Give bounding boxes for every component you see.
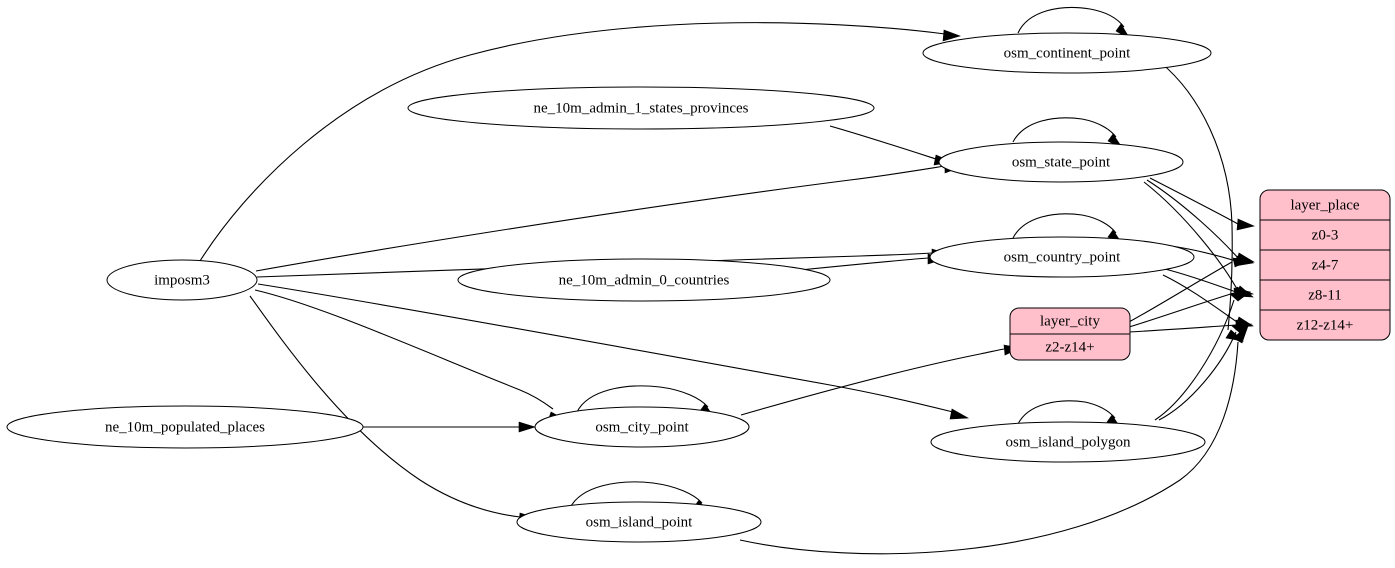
record-title: layer_city bbox=[1040, 313, 1100, 329]
edge-ne_states_provinces-to-osm_state_point bbox=[829, 125, 937, 160]
record-row-z4-7[interactable]: z4-7 bbox=[1312, 257, 1339, 273]
record-layer_place[interactable]: layer_place z0-3 z4-7 z8-11 z12-z14+ bbox=[1259, 189, 1391, 341]
node-shape[interactable] bbox=[457, 258, 831, 302]
node-osm_continent_point[interactable]: osm_continent_point bbox=[922, 32, 1212, 74]
edge-osm_island_point-to-layer_place-z12-z14 bbox=[739, 341, 1239, 555]
edge-osm_island_polygon-self-loop bbox=[1017, 400, 1116, 425]
record-layer: layer_city z2-z14+ layer_place z0-3 z4-7… bbox=[1009, 189, 1391, 361]
edge-osm_island_polygon-to-layer_place-z8-11 bbox=[1154, 299, 1235, 421]
node-shape[interactable] bbox=[534, 406, 750, 448]
edge-osm_city_point-self-loop bbox=[576, 385, 709, 413]
arrowhead-icon bbox=[1229, 291, 1252, 302]
node-label: osm_state_point bbox=[1012, 154, 1111, 170]
node-shape[interactable] bbox=[929, 236, 1195, 278]
node-label: osm_island_point bbox=[586, 514, 694, 530]
node-ne_10m_admin_1_states_provinces[interactable]: ne_10m_admin_1_states_provinces bbox=[407, 86, 875, 130]
record-layer_city[interactable]: layer_city z2-z14+ bbox=[1009, 307, 1131, 361]
node-label: ne_10m_populated_places bbox=[105, 419, 265, 435]
edge-osm_state_point-to-layer_place-z0-3 bbox=[1149, 177, 1239, 225]
node-label: osm_country_point bbox=[1004, 249, 1121, 265]
record-title: layer_place bbox=[1290, 197, 1359, 213]
node-shape[interactable] bbox=[930, 421, 1206, 463]
node-layer: osm_continent_point ne_10m_admin_1_state… bbox=[6, 32, 1212, 543]
record-row-z12-z14[interactable]: z12-z14+ bbox=[1297, 317, 1354, 333]
edge-osm_continent_point-to-layer_place-z0-3 bbox=[1159, 61, 1233, 331]
record-body[interactable] bbox=[1259, 189, 1391, 341]
node-shape[interactable] bbox=[6, 405, 364, 449]
node-shape[interactable] bbox=[938, 141, 1184, 183]
arrowhead-icon bbox=[518, 421, 537, 433]
edge-osm_country_point-self-loop bbox=[1012, 213, 1117, 239]
edge-osm_country_point-to-layer_place-z12-z14 bbox=[1162, 274, 1238, 323]
node-shape[interactable] bbox=[922, 32, 1212, 74]
node-label: imposm3 bbox=[154, 272, 210, 288]
node-shape[interactable] bbox=[106, 259, 258, 301]
node-label: osm_island_polygon bbox=[1005, 434, 1131, 450]
arrowhead-icon bbox=[942, 29, 961, 42]
node-label: osm_continent_point bbox=[1004, 45, 1131, 61]
edge-imposm3-to-osm_city_point bbox=[254, 289, 554, 410]
node-imposm3[interactable]: imposm3 bbox=[106, 259, 258, 301]
edge-osm_country_point-to-layer_place-z8-11 bbox=[1164, 268, 1237, 293]
arrowhead-icon bbox=[949, 408, 970, 420]
edge-layer_city-to-layer_place-z8-11 bbox=[1128, 292, 1235, 328]
edge-osm_continent_point-self-loop bbox=[1017, 6, 1125, 34]
edge-imposm3-to-osm_island_polygon bbox=[257, 283, 954, 413]
edge-osm_city_point-to-layer_city bbox=[740, 348, 1005, 416]
node-label: ne_10m_admin_1_states_provinces bbox=[534, 100, 749, 116]
node-osm_island_point[interactable]: osm_island_point bbox=[516, 501, 762, 543]
record-row-z8-11[interactable]: z8-11 bbox=[1308, 287, 1342, 303]
edge-ne_countries-to-osm_country_point bbox=[799, 257, 929, 271]
edge-osm_state_point-to-layer_place-z8-11 bbox=[1143, 181, 1239, 292]
node-shape[interactable] bbox=[407, 86, 875, 130]
edge-osm_state_point-self-loop bbox=[1012, 117, 1117, 143]
arrowhead-icon bbox=[1236, 218, 1255, 231]
arrowhead-icon bbox=[1232, 325, 1249, 344]
edge-imposm3-to-osm_state_point bbox=[255, 165, 946, 272]
node-shape[interactable] bbox=[516, 501, 762, 543]
edge-imposm3-to-osm_continent_point bbox=[199, 22, 946, 262]
edge-osm_island_polygon-to-layer_place-z12-z14 bbox=[1158, 331, 1237, 421]
edge-imposm3-to-osm_island_point bbox=[249, 295, 521, 518]
node-osm_state_point[interactable]: osm_state_point bbox=[938, 141, 1184, 183]
node-label: ne_10m_admin_0_countries bbox=[559, 272, 730, 288]
edge-layer_city-to-layer_place-z0-3 bbox=[1128, 261, 1233, 323]
node-osm_city_point[interactable]: osm_city_point bbox=[534, 406, 750, 448]
node-label: osm_city_point bbox=[595, 419, 689, 435]
edge-layer_city-to-layer_place-z12-z14 bbox=[1128, 324, 1237, 333]
node-osm_country_point[interactable]: osm_country_point bbox=[929, 236, 1195, 278]
arrowhead-icon bbox=[1232, 257, 1252, 268]
record-row-z0-3[interactable]: z0-3 bbox=[1312, 227, 1339, 243]
node-ne_10m_admin_0_countries[interactable]: ne_10m_admin_0_countries bbox=[457, 258, 831, 302]
node-ne_10m_populated_places[interactable]: ne_10m_populated_places bbox=[6, 405, 364, 449]
edge-osm_island_point-self-loop bbox=[569, 481, 703, 509]
edge-osm_state_point-to-layer_place-z4-7 bbox=[1146, 179, 1239, 259]
node-osm_island_polygon[interactable]: osm_island_polygon bbox=[930, 421, 1206, 463]
record-row-z2[interactable]: z2-z14+ bbox=[1045, 339, 1094, 355]
